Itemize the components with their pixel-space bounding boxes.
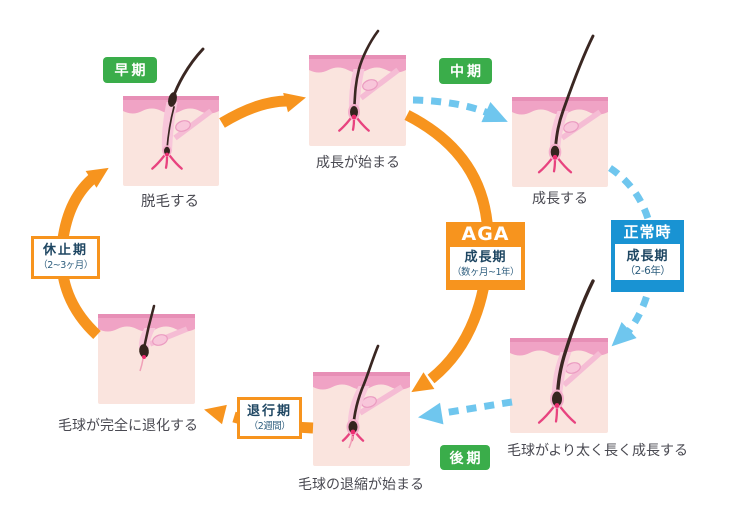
stage-label-shedding: 脱毛する: [141, 194, 199, 210]
rest-badge-duration: （2~3ヶ月）: [38, 260, 93, 271]
phase-badge-middle: 中期: [439, 58, 492, 84]
phase-badge-late-label: 後期: [449, 450, 484, 467]
follicle-growing: [512, 34, 608, 187]
aga-growth-phase-badge: AGA 成長期 （数ヶ月~1年）: [446, 222, 525, 290]
phase-badge-middle-label: 中期: [450, 64, 484, 80]
arrow-growthbegins-to-growing: [412, 96, 508, 123]
stage-label-thicker-longer: 毛球がより太く長く成長する: [506, 443, 689, 459]
regression-badge-title: 退行期: [246, 404, 292, 419]
stage-label-growing: 成長する: [532, 191, 588, 207]
normal-badge-body: 成長期 （2-6年）: [615, 244, 680, 280]
phase-badge-late: 後期: [440, 445, 490, 470]
normal-badge-phase: 成長期: [626, 249, 669, 264]
rest-phase-badge: 休止期 （2~3ヶ月）: [31, 236, 100, 279]
follicle-growth-begins: [309, 29, 406, 146]
aga-badge-title: AGA: [461, 223, 510, 245]
regression-badge-duration: （2週間）: [248, 421, 291, 432]
phase-badge-early-label: 早期: [114, 63, 149, 79]
normal-badge-title: 正常時: [623, 223, 672, 241]
follicle-thicker-longer: [510, 279, 608, 433]
rest-badge-title: 休止期: [42, 243, 88, 258]
follicle-shedding: [123, 47, 219, 186]
arrow-thicker-to-regressionbegins: [418, 398, 513, 425]
stage-label-regression-begins: 毛球の退縮が始まる: [298, 477, 424, 493]
stage-label-fully-degenerated: 毛球が完全に退化する: [58, 418, 198, 434]
aga-badge-body: 成長期 （数ヶ月~1年）: [450, 247, 521, 280]
aga-badge-phase: 成長期: [464, 250, 507, 265]
arrow-shed-to-growthbegins: [219, 92, 306, 128]
normal-badge-duration: （2-6年）: [624, 265, 671, 277]
follicle-fully-degenerated: [98, 304, 195, 404]
follicle-regression-begins: [313, 344, 410, 466]
normal-growth-phase-badge: 正常時 成長期 （2-6年）: [611, 220, 684, 292]
stage-label-growth-begins: 成長が始まる: [316, 155, 400, 171]
regression-phase-badge: 退行期 （2週間）: [237, 397, 302, 439]
aga-badge-duration: （数ヶ月~1年）: [451, 267, 520, 278]
phase-badge-early: 早期: [103, 57, 157, 83]
